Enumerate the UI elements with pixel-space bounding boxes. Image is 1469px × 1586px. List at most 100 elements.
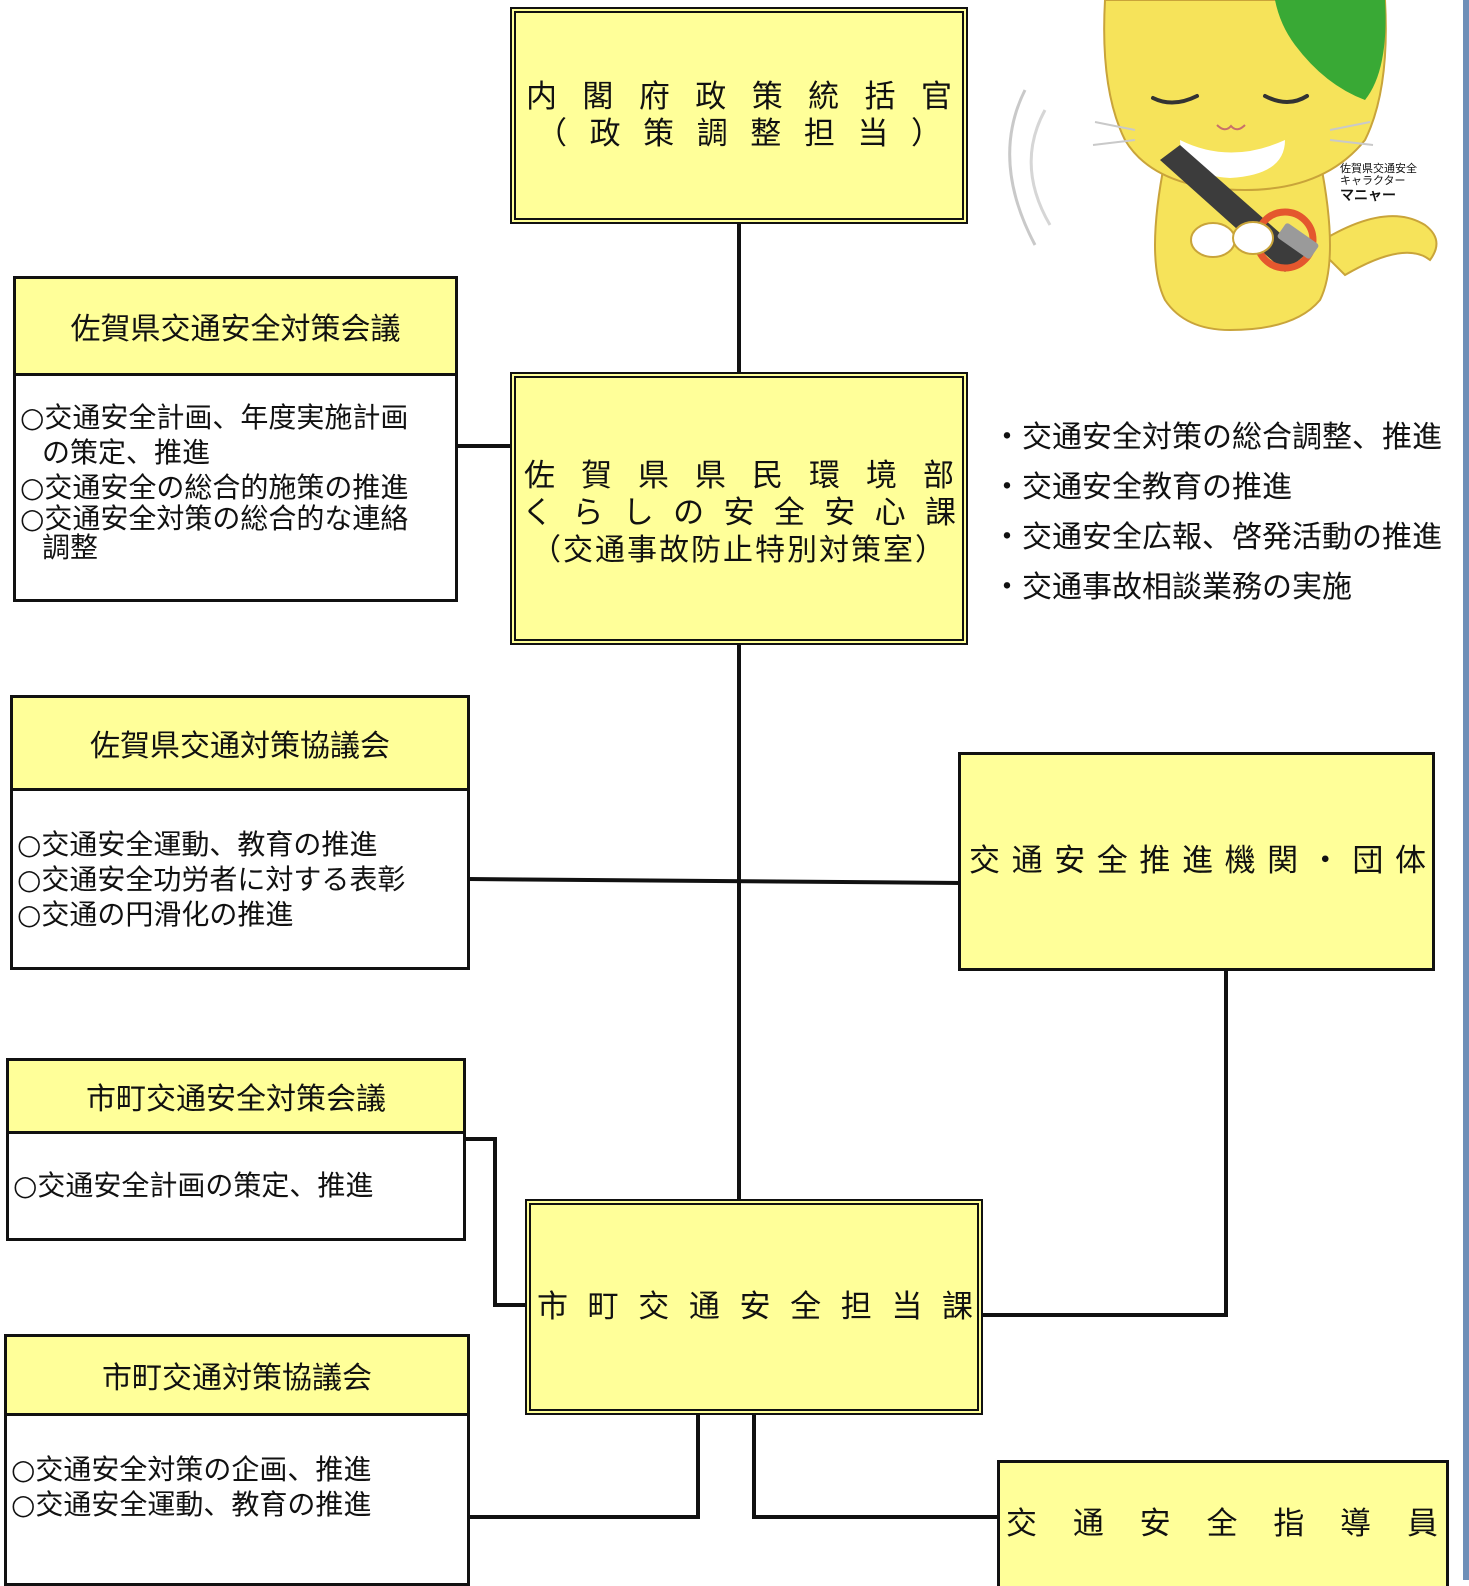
char: ら xyxy=(572,495,604,531)
char: 進 xyxy=(1181,843,1213,879)
char: 交 xyxy=(969,843,1000,879)
char: 機 xyxy=(1224,843,1256,879)
city-safety-council-box: 市町交通安全対策会議 ○交通安全計画の策定、推進 xyxy=(6,1058,466,1241)
council-item: 調整 xyxy=(42,531,99,564)
pref-traffic-council-items: ○交通安全運動、教育の推進 ○交通安全功労者に対する表彰 ○交通の円滑化の推進 xyxy=(13,791,467,932)
char: ・ xyxy=(1309,843,1341,879)
char: 課 xyxy=(925,495,956,531)
char: 市 xyxy=(537,1288,568,1325)
mascot-caption: 佐賀県交通安全 キャラクター マニャー xyxy=(1340,163,1417,205)
council-item: ○交通安全対策の企画、推進 xyxy=(11,1453,372,1486)
char: （ xyxy=(536,115,567,152)
city-safety-council-title: 市町交通安全対策会議 xyxy=(9,1061,463,1134)
char: 心 xyxy=(874,495,906,531)
char: 体 xyxy=(1394,843,1426,879)
char: 統 xyxy=(808,78,840,115)
char: 安 xyxy=(1054,843,1086,879)
wire-city-section-to-city-traffic-council xyxy=(468,1413,700,1519)
char: く xyxy=(522,495,553,531)
cabinet-office-box: 内 閣 府 政 策 統 括 官 （ 政 策 調 整 担 当 ） xyxy=(510,7,968,224)
char: 導 xyxy=(1340,1506,1372,1542)
char: 当 xyxy=(857,115,889,152)
char: 担 xyxy=(803,115,835,152)
duty-item: ・交通事故相談業務の実施 xyxy=(992,570,1352,605)
pref-traffic-council-box: 佐賀県交通対策協議会 ○交通安全運動、教育の推進 ○交通安全功労者に対する表彰 … xyxy=(10,695,470,970)
char: 政 xyxy=(695,78,727,115)
char: 環 xyxy=(809,458,840,494)
council-item: ○交通安全計画、年度実施計画 xyxy=(20,401,409,434)
char: 安 xyxy=(723,495,755,531)
char: 推 xyxy=(1139,843,1171,879)
char: 閣 xyxy=(582,78,614,115)
char: 交 xyxy=(1006,1506,1037,1542)
char: 関 xyxy=(1267,843,1299,879)
char: 町 xyxy=(587,1288,619,1325)
char: 府 xyxy=(638,78,670,115)
char: 策 xyxy=(643,115,675,152)
wire-city-section-to-instructors xyxy=(752,1413,998,1519)
pref-safety-council-box: 佐賀県交通安全対策会議 ○交通安全計画、年度実施計画 の策定、推進 ○交通安全の… xyxy=(13,276,458,602)
char: 当 xyxy=(891,1288,923,1325)
char: 佐 xyxy=(524,458,555,494)
council-item: ○交通安全運動、教育の推進 xyxy=(17,828,378,861)
char: 担 xyxy=(840,1288,872,1325)
council-item: ○交通安全運動、教育の推進 xyxy=(11,1488,372,1521)
city-safety-council-items: ○交通安全計画の策定、推進 xyxy=(9,1134,463,1203)
promotion-orgs-label: 交 通 安 全 推 進 機 関 ・ 団 体 xyxy=(961,843,1432,880)
char: 団 xyxy=(1352,843,1384,879)
cabinet-office-line1: 内 閣 府 政 策 統 括 官 xyxy=(516,79,962,116)
char: の xyxy=(673,495,705,531)
pref-safety-council-items: ○交通安全計画、年度実施計画 の策定、推進 ○交通安全の総合的施策の推進 ○交通… xyxy=(16,376,455,563)
council-item: ○交通安全計画の策定、推進 xyxy=(13,1169,374,1202)
char: し xyxy=(622,495,654,531)
char: 通 xyxy=(1011,843,1043,879)
char: 交 xyxy=(638,1288,670,1325)
page-edge-line xyxy=(1463,0,1469,1580)
mascot-caption-line1: 佐賀県交通安全 xyxy=(1340,162,1417,175)
char: 境 xyxy=(866,458,897,494)
promotion-orgs-box: 交 通 安 全 推 進 機 関 ・ 団 体 xyxy=(958,752,1435,971)
city-traffic-council-items: ○交通安全対策の企画、推進 ○交通安全運動、教育の推進 xyxy=(7,1416,467,1522)
char: 員 xyxy=(1406,1506,1438,1542)
char: 官 xyxy=(920,78,952,115)
char: 安 xyxy=(739,1288,771,1325)
council-item: の策定、推進 xyxy=(42,436,211,469)
wire-orgs-to-city-section xyxy=(981,970,1228,1317)
char: 策 xyxy=(751,78,783,115)
char: 通 xyxy=(688,1288,720,1325)
mascot-caption-line2: キャラクター xyxy=(1340,174,1406,187)
char: 全 xyxy=(790,1288,822,1325)
char: 部 xyxy=(923,458,954,494)
prefecture-duties-list: ・交通安全対策の総合調整、推進 ・交通安全教育の推進 ・交通安全広報、啓発活動の… xyxy=(992,420,1442,620)
char: 民 xyxy=(752,458,783,494)
council-item: ○交通安全の総合的施策の推進 xyxy=(20,471,409,504)
pref-traffic-council-title: 佐賀県交通対策協議会 xyxy=(13,698,467,791)
char: 全 xyxy=(1096,843,1128,879)
char: 通 xyxy=(1072,1506,1104,1542)
city-traffic-council-title: 市町交通対策協議会 xyxy=(7,1337,467,1416)
char: 賀 xyxy=(581,458,612,494)
char: 課 xyxy=(942,1288,973,1325)
city-section-label: 市 町 交 通 安 全 担 当 課 xyxy=(531,1289,977,1326)
duty-item: ・交通安全教育の推進 xyxy=(992,470,1292,505)
council-item: ○交通の円滑化の推進 xyxy=(17,898,294,931)
prefecture-office-box: 佐 賀 県 県 民 環 境 部 く ら し の 安 全 安 心 課 （交通事故防… xyxy=(510,372,968,645)
wire-traffic-council-to-orgs xyxy=(467,877,962,885)
char: 指 xyxy=(1273,1506,1305,1542)
char: 内 xyxy=(526,78,557,115)
prefecture-office-line2: く ら し の 安 全 安 心 課 xyxy=(516,495,962,532)
duty-item: ・交通安全対策の総合調整、推進 xyxy=(992,420,1442,455)
wire-city-council-to-city-section xyxy=(464,1137,526,1307)
instructors-box: 交 通 安 全 指 導 員 xyxy=(997,1460,1449,1586)
char: 全 xyxy=(1206,1506,1238,1542)
city-section-box: 市 町 交 通 安 全 担 当 課 xyxy=(525,1199,983,1415)
mascot-cat-illustration xyxy=(1008,0,1438,332)
council-item: ○交通安全功労者に対する表彰 xyxy=(17,863,406,896)
duty-item: ・交通安全広報、啓発活動の推進 xyxy=(992,520,1442,555)
instructors-label: 交 通 安 全 指 導 員 xyxy=(1000,1506,1446,1543)
char: 調 xyxy=(696,115,728,152)
char: 全 xyxy=(773,495,805,531)
char: ） xyxy=(910,115,942,152)
prefecture-office-line3: （交通事故防止特別対策室） xyxy=(531,533,947,568)
